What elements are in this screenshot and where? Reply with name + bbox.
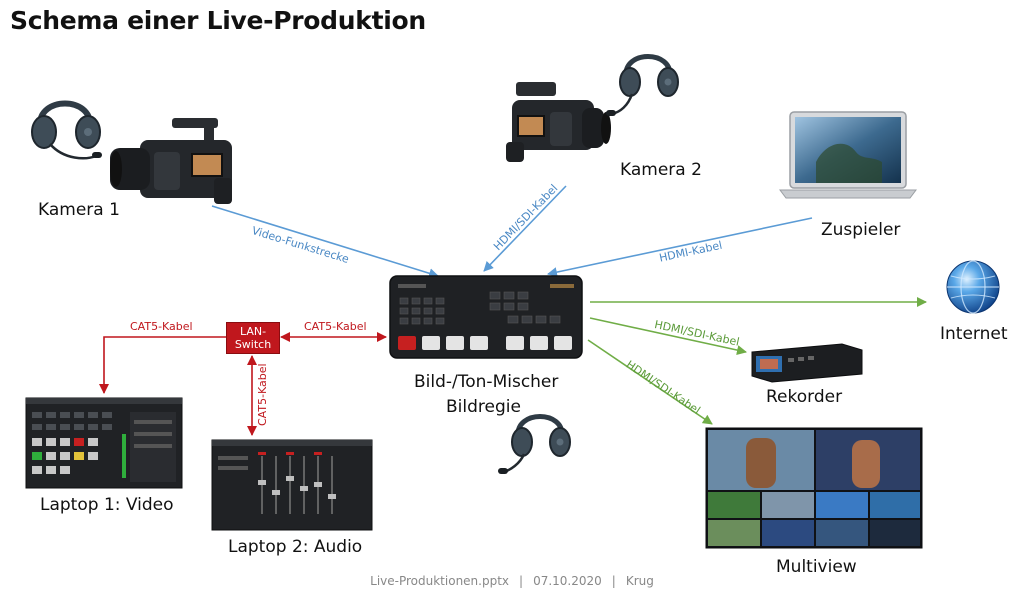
label-cat5-mixer: CAT5-Kabel [304,320,367,333]
label-cat5-laptop2: CAT5-Kabel [256,363,269,426]
laptop-1-label: Laptop 1: Video [40,495,174,515]
link-recorder [589,317,747,355]
footer-file: Live-Produktionen.pptx [370,574,510,588]
internet-label: Internet [940,324,1008,344]
globe-icon [946,260,1000,314]
footer: Live-Produktionen.pptx | 07.10.2020 | Krug [0,574,1024,588]
mixer-label: Bild-/Ton-Mischer [414,372,559,392]
link-camera2 [483,185,567,272]
footer-separator: | [519,574,524,588]
lan-switch-label: LAN- Switch [234,325,272,351]
headset-icon [498,414,571,474]
label-cat5-laptop1: CAT5-Kabel [130,320,193,333]
recorder-label: Rekorder [766,387,843,407]
camcorder-icon [110,118,232,204]
link-multiview [587,339,713,425]
mixer-sublabel: Bildregie [446,397,521,417]
switcher-icon [389,275,583,359]
headset-icon [606,54,679,116]
camera-2-label: Kamera 2 [620,160,702,180]
video-control-screen [25,397,183,489]
audio-control-screen [211,439,373,531]
camera-1-label: Kamera 1 [38,200,120,220]
footer-date: 07.10.2020 [533,574,602,588]
laptop-2-label: Laptop 2: Audio [228,537,363,557]
laptop-icon [779,111,917,199]
page-title: Schema einer Live-Produktion [10,6,426,35]
headset-icon [31,100,102,160]
link-playout [547,217,813,278]
footer-separator: | [611,574,616,588]
playout-label: Zuspieler [821,220,901,240]
footer-author: Krug [625,574,654,588]
link-cat5-laptop1 [99,336,226,394]
multiview-screen [705,427,923,549]
camcorder-icon [506,82,611,162]
lan-switch: LAN- Switch [226,322,280,354]
recorder-icon [751,343,863,383]
multiview-label: Multiview [776,557,857,577]
link-video-wireless [211,205,439,279]
